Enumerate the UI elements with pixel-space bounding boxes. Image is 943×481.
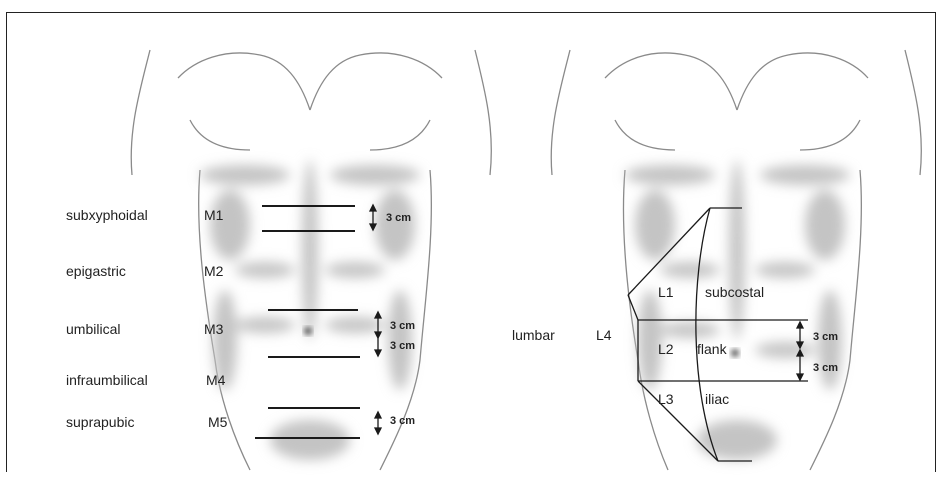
navel-right — [731, 349, 739, 357]
region-label-umbilical: umbilical — [66, 321, 120, 337]
region-label-subcostal: subcostal — [705, 284, 764, 300]
region-label-flank: flank — [697, 341, 727, 357]
region-code-l2: L2 — [658, 341, 674, 357]
region-code-l1: L1 — [658, 284, 674, 300]
region-code-m5: M5 — [208, 414, 227, 430]
dimension-label: 3 cm — [390, 320, 415, 332]
dimension-label: 3 cm — [386, 212, 411, 224]
dimension-label: 3 cm — [390, 340, 415, 352]
right-torso-shading — [625, 160, 850, 460]
dimension-label: 3 cm — [390, 415, 415, 427]
region-code-l4: L4 — [596, 327, 612, 343]
navel — [304, 327, 312, 335]
region-code-m2: M2 — [204, 263, 223, 279]
region-code-m4: M4 — [206, 372, 225, 388]
region-code-l3: L3 — [658, 391, 674, 407]
region-code-m1: M1 — [204, 207, 223, 223]
region-label-subxyphoidal: subxyphoidal — [66, 207, 148, 223]
region-code-m3: M3 — [204, 321, 223, 337]
region-label-infraumbilical: infraumbilical — [66, 372, 148, 388]
lumbar-label: lumbar — [512, 327, 555, 343]
dimension-label: 3 cm — [813, 331, 838, 343]
region-label-iliac: iliac — [705, 391, 729, 407]
dimension-label: 3 cm — [813, 362, 838, 374]
region-label-suprapubic: suprapubic — [66, 414, 135, 430]
region-label-epigastric: epigastric — [66, 263, 126, 279]
